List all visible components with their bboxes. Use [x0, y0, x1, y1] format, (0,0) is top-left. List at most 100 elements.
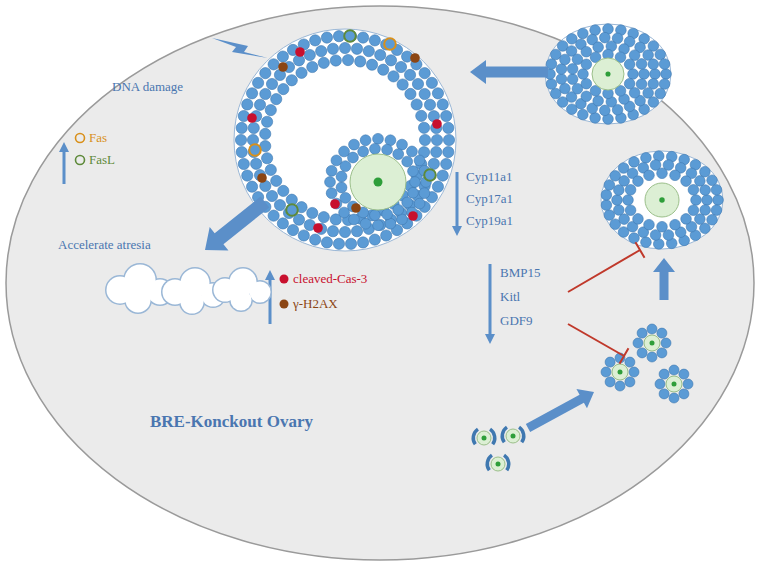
- granulosa-cell: [604, 210, 615, 221]
- granulosa-cell: [655, 49, 666, 60]
- oocyte-nucleus: [650, 341, 655, 346]
- marked-cell: [249, 144, 261, 156]
- granulosa-cell: [375, 49, 386, 60]
- flat-granulosa: [518, 426, 525, 444]
- oocyte: [645, 183, 679, 217]
- marked-cell: [278, 62, 288, 72]
- granulosa-cell: [419, 188, 430, 199]
- granulosa-cell: [277, 218, 288, 229]
- granulosa-cell: [604, 180, 615, 191]
- primary-follicle: [601, 353, 639, 391]
- oocyte-nucleus: [511, 434, 516, 439]
- granulosa-cell: [278, 185, 289, 196]
- granulosa-cell: [633, 176, 644, 187]
- granulosa-cell: [590, 113, 601, 124]
- granulosa-cell: [339, 42, 350, 53]
- marked-cell: [408, 211, 418, 221]
- granulosa-cell: [633, 214, 644, 225]
- lightning-bolt: [212, 38, 268, 58]
- granulosa-cell: [655, 379, 665, 389]
- granulosa-cell: [370, 143, 381, 154]
- granulosa-cell: [560, 54, 571, 65]
- granulosa-cell: [605, 357, 615, 367]
- granulosa-cell: [669, 365, 679, 375]
- granulosa-cell: [246, 88, 257, 99]
- granulosa-cell: [659, 369, 669, 379]
- granulosa-cell: [567, 74, 578, 85]
- granulosa-cell: [333, 238, 344, 249]
- granulosa-cell: [688, 205, 699, 216]
- follicle-outline: [234, 29, 456, 251]
- granulosa-cell: [644, 170, 655, 181]
- granulosa-cell: [349, 139, 360, 150]
- granulosa-cell: [318, 212, 329, 223]
- granulosa-cell: [625, 184, 636, 195]
- follicle-outline: [545, 24, 671, 124]
- granulosa-cell: [268, 59, 279, 70]
- granulosa-cell: [619, 176, 630, 187]
- granulosa-cell: [431, 134, 442, 145]
- block-arrow: [526, 389, 594, 432]
- granulosa-cell: [625, 357, 635, 367]
- granulosa-cell: [373, 220, 384, 231]
- granulosa-cell: [260, 128, 271, 139]
- granulosa-cell: [397, 139, 408, 150]
- granulosa-cell: [388, 71, 399, 82]
- marked-cell: [424, 169, 436, 181]
- granulosa-cell: [623, 195, 634, 206]
- cloud-fill: [181, 291, 204, 314]
- granulosa-cell: [441, 110, 452, 121]
- atresia-cloud: [213, 268, 271, 311]
- granulosa-cell: [408, 187, 419, 198]
- granulosa-cell: [443, 134, 454, 145]
- granulosa-cell: [578, 109, 589, 120]
- granulosa-cell: [410, 177, 421, 188]
- granulosa-cell: [419, 88, 430, 99]
- granulosa-cell: [695, 176, 706, 187]
- granulosa-cell: [424, 170, 435, 181]
- granulosa-cell: [661, 69, 672, 80]
- granulosa-cell: [304, 49, 315, 60]
- follicle-outline: [601, 151, 723, 249]
- annotation-label: Cyp19a1: [466, 214, 513, 229]
- granulosa-cell: [581, 78, 592, 89]
- oocyte-nucleus: [374, 178, 383, 187]
- granulosa-cell: [382, 209, 393, 220]
- granulosa-cell: [679, 389, 689, 399]
- granulosa-cell: [385, 55, 396, 66]
- marked-cell: [257, 173, 267, 183]
- flat-granulosa: [501, 426, 508, 444]
- granulosa-cell: [402, 197, 413, 208]
- granulosa-cell: [260, 88, 271, 99]
- granulosa-cell: [432, 88, 443, 99]
- granulosa-cell: [266, 78, 277, 89]
- granulosa-cell: [393, 204, 404, 215]
- oocyte: [592, 58, 624, 90]
- granulosa-cell: [310, 234, 321, 245]
- granulosa-cell: [432, 181, 443, 192]
- granulosa-cell: [441, 158, 452, 169]
- granulosa-cell: [670, 170, 681, 181]
- granulosa-cell: [546, 79, 557, 90]
- granulosa-cell: [644, 219, 655, 230]
- granulosa-cell: [251, 158, 262, 169]
- granulosa-cell: [348, 152, 359, 163]
- granulosa-cell: [437, 170, 448, 181]
- granulosa-cell: [567, 64, 578, 75]
- granulosa-cell: [357, 237, 368, 248]
- granulosa-cell: [636, 59, 647, 70]
- granulosa-cell: [659, 389, 669, 399]
- granulosa-cell: [378, 64, 389, 75]
- granulosa-cell: [242, 99, 253, 110]
- granulosa-cell: [643, 88, 654, 99]
- granulosa-cell: [416, 110, 427, 121]
- granulosa-cell: [342, 54, 353, 65]
- granulosa-cell: [296, 67, 307, 78]
- granulosa-cell: [556, 74, 567, 85]
- flat-granulosa: [503, 454, 510, 472]
- legend-swatch: [278, 298, 290, 310]
- granulosa-cell: [650, 69, 661, 80]
- granulosa-cell: [262, 116, 273, 127]
- granulosa-cell: [711, 205, 722, 216]
